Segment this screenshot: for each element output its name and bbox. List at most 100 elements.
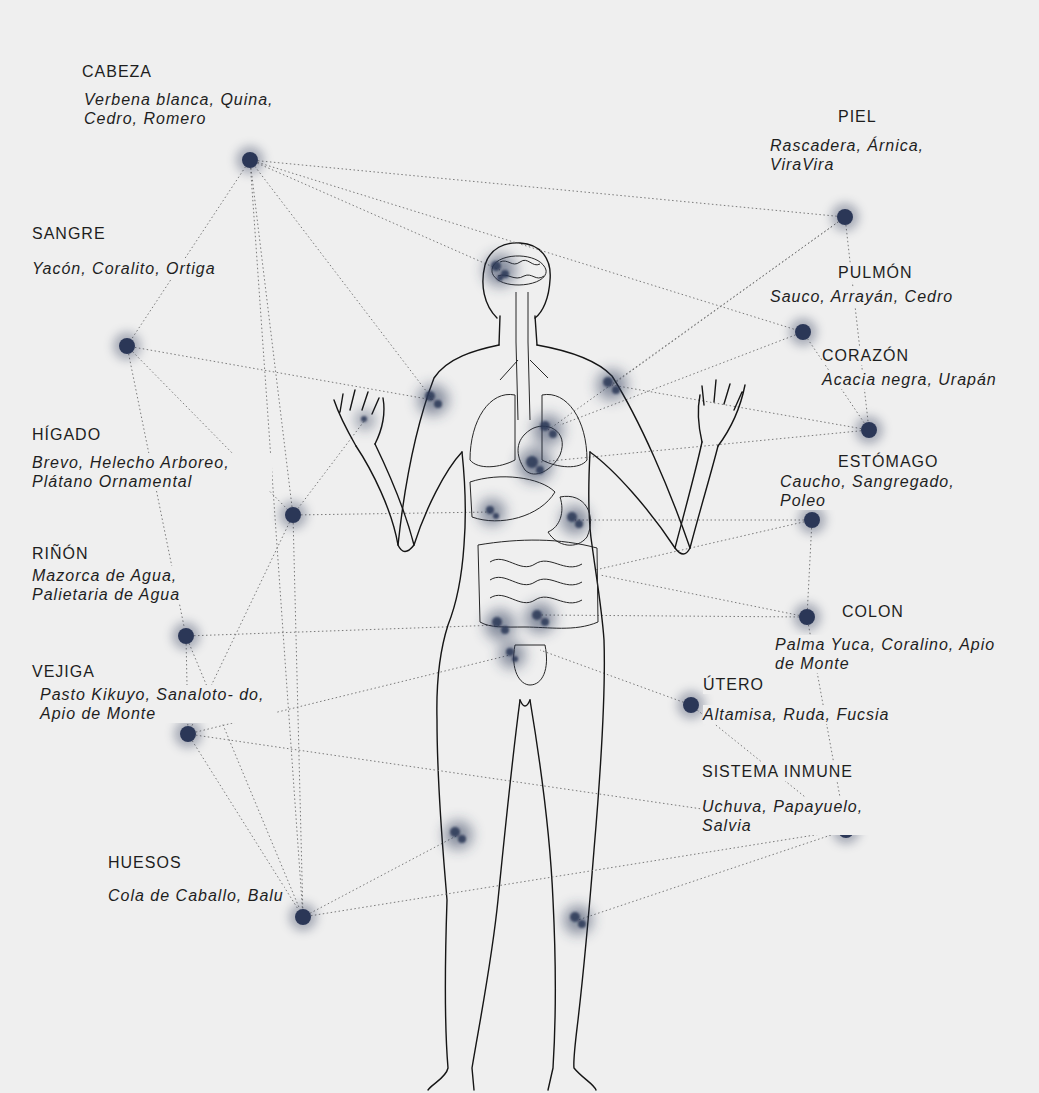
organ-heading: ÚTERO bbox=[703, 675, 764, 694]
organ-node: HÍGADOBrevo, Helecho Arboreo, Plátano Or… bbox=[285, 507, 301, 523]
plant-list: Yacón, Coralito, Ortiga bbox=[32, 259, 216, 278]
organ-highlights bbox=[525, 603, 555, 633]
organ-highlights bbox=[444, 821, 472, 849]
leader-lines bbox=[575, 520, 812, 521]
organ-highlights bbox=[533, 415, 563, 445]
organ-highlights bbox=[425, 391, 435, 401]
organ-highlights bbox=[418, 385, 448, 415]
organ-drawings bbox=[470, 256, 598, 685]
dotted-connector bbox=[293, 523, 303, 909]
organ-highlights bbox=[536, 466, 544, 474]
organ-heading: HUESOS bbox=[108, 853, 182, 872]
leader-lines bbox=[250, 160, 433, 400]
organ-heading: VEJIGA bbox=[32, 662, 95, 681]
organ-highlights bbox=[497, 275, 503, 281]
organ-highlights bbox=[549, 430, 557, 438]
organ-highlights bbox=[603, 377, 613, 387]
organ-heading: SANGRE bbox=[32, 224, 106, 243]
organ-highlights bbox=[499, 642, 525, 668]
organ-highlights bbox=[486, 506, 494, 514]
organ-node: CORAZÓNAcacia negra, Urapán bbox=[861, 422, 877, 438]
organ-highlights bbox=[567, 512, 577, 522]
organ-heading: COLON bbox=[842, 602, 904, 621]
organ-heading: SISTEMA INMUNE bbox=[702, 762, 853, 781]
organ-highlights bbox=[356, 411, 374, 429]
plant-list: Brevo, Helecho Arboreo, Plátano Ornament… bbox=[32, 453, 272, 491]
organ-node: RIÑÓNMazorca de Agua, Palietaria de Agua bbox=[178, 628, 194, 644]
plant-list: Palma Yuca, Coralino, Apio de Monte bbox=[775, 635, 1000, 673]
dotted-connector bbox=[258, 161, 837, 216]
organ-highlights bbox=[578, 920, 586, 928]
organ-highlights bbox=[564, 906, 592, 934]
organ-highlights bbox=[361, 416, 367, 422]
leader-lines bbox=[560, 332, 803, 425]
organ-node: PULMÓNSauco, Arrayán, Cedro bbox=[795, 324, 811, 340]
organ-highlights bbox=[501, 626, 509, 634]
leader-lines bbox=[293, 420, 365, 515]
organ-drawings bbox=[548, 496, 591, 545]
organ-highlights bbox=[492, 617, 502, 627]
plant-list: Cola de Caballo, Balu bbox=[108, 886, 284, 905]
organ-highlights bbox=[450, 827, 460, 837]
organ-highlights bbox=[512, 656, 518, 662]
organ-heading: PIEL bbox=[838, 107, 877, 126]
organ-node: ESTÓMAGOCaucho, Sangregado, Poleo bbox=[804, 512, 820, 528]
plant-list: Caucho, Sangregado, Poleo bbox=[780, 472, 980, 510]
body-outline bbox=[675, 442, 718, 554]
organ-node: PIELRascadera, Árnica, ViraVira bbox=[837, 209, 853, 225]
organ-heading: HÍGADO bbox=[32, 425, 101, 444]
organ-drawings bbox=[470, 394, 515, 466]
leader-lines bbox=[127, 346, 433, 400]
body-outline bbox=[356, 444, 414, 552]
dotted-connector bbox=[311, 831, 838, 915]
organ-highlights bbox=[597, 370, 627, 400]
dotted-connector bbox=[189, 643, 300, 909]
organ-highlights bbox=[493, 513, 499, 519]
dotted-connector bbox=[131, 167, 245, 340]
leader-lines bbox=[293, 512, 492, 515]
plant-list: Pasto Kikuyo, Sanaloto- do, Apio de Mont… bbox=[40, 685, 275, 723]
organ-highlights bbox=[485, 610, 515, 640]
plant-list: Sauco, Arrayán, Cedro bbox=[770, 287, 953, 306]
organ-node: HUESOSCola de Caballo, Balu bbox=[295, 909, 311, 925]
body-outline bbox=[483, 243, 550, 318]
body-outline bbox=[574, 452, 605, 1090]
organ-highlights bbox=[506, 648, 514, 656]
plant-list: Acacia negra, Urapán bbox=[822, 370, 997, 389]
organ-node: SISTEMA INMUNEUchuva, Papayuelo, Salvia bbox=[838, 822, 854, 838]
leader-lines bbox=[578, 830, 846, 920]
body-outline bbox=[499, 316, 537, 345]
leader-lines bbox=[595, 520, 812, 570]
organ-highlights bbox=[484, 254, 516, 286]
organ-node: COLONPalma Yuca, Coralino, Apio de Monte bbox=[799, 609, 815, 625]
dotted-connector bbox=[192, 741, 298, 910]
leader-lines bbox=[600, 575, 807, 617]
leader-lines bbox=[540, 650, 691, 705]
organ-highlights bbox=[356, 254, 627, 934]
organ-highlights bbox=[518, 448, 552, 482]
organ-highlights bbox=[526, 456, 538, 468]
organ-node: CABEZAVerbena blanca, Quina, Cedro, Rome… bbox=[242, 152, 258, 168]
organ-heading: ESTÓMAGO bbox=[838, 452, 938, 471]
body-outline bbox=[472, 700, 520, 1090]
dotted-connector bbox=[807, 528, 811, 609]
organ-heading: PULMÓN bbox=[838, 263, 912, 282]
organ-highlights bbox=[458, 835, 466, 843]
leader-lines bbox=[548, 217, 845, 430]
organ-node: ÚTEROAltamisa, Ruda, Fucsia bbox=[683, 697, 699, 713]
body-outline bbox=[414, 452, 462, 545]
plant-list: Altamisa, Ruda, Fucsia bbox=[703, 705, 890, 724]
leader-lines bbox=[303, 835, 458, 917]
body-outline bbox=[520, 700, 530, 706]
plant-list: Mazorca de Agua, Palietaria de Agua bbox=[32, 566, 232, 604]
organ-drawings bbox=[500, 292, 548, 420]
body-outline bbox=[334, 243, 745, 1090]
plant-list: Uchuva, Papayuelo, Salvia bbox=[702, 797, 902, 835]
organ-highlights bbox=[361, 261, 620, 928]
body-outline bbox=[698, 380, 745, 446]
dotted-connector bbox=[251, 168, 303, 909]
organ-highlights bbox=[434, 400, 442, 408]
leader-lines bbox=[186, 625, 500, 636]
